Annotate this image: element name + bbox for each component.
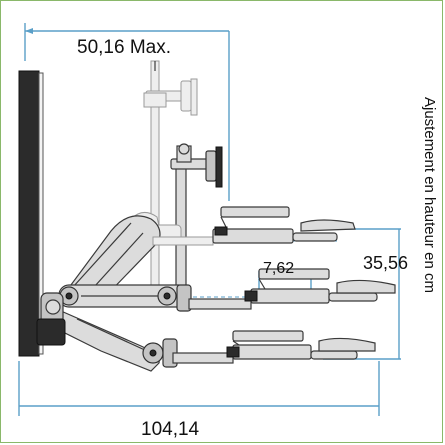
wall-plate xyxy=(18,70,44,357)
tray-middle xyxy=(188,268,396,310)
tray-lower xyxy=(172,330,376,364)
wall-pivot xyxy=(36,292,66,346)
monitor-mount-upper xyxy=(143,78,198,116)
height-adjust-label: Ajustement en hauteur en cm xyxy=(421,97,438,293)
arm-lower xyxy=(56,310,178,372)
height-range-label: 35,56 xyxy=(363,253,408,273)
monitor-mount-lower xyxy=(170,143,223,188)
dimension-bottom xyxy=(18,361,380,416)
tray-depth-label: 7,62 xyxy=(263,260,294,277)
total-reach-label: 104,14 xyxy=(141,419,200,440)
dimension-top xyxy=(24,23,230,201)
max-reach-label: 50,16 Max. xyxy=(77,37,171,58)
tray-upper xyxy=(152,206,356,246)
